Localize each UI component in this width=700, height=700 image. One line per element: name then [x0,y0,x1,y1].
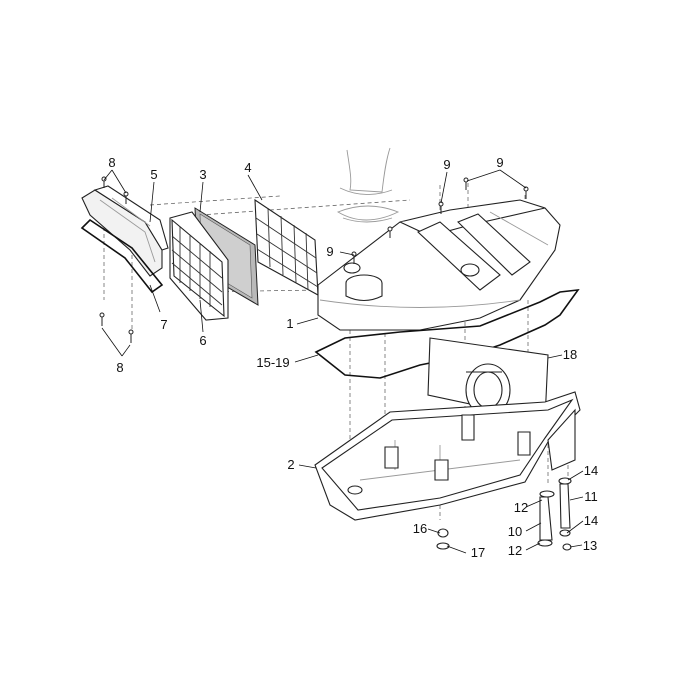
callout-1: 1 [286,316,293,331]
washers-part-16-17 [436,528,450,550]
airbox-gasket-part-15-19 [314,289,580,379]
callout-9-center: 9 [443,157,450,172]
cover-grille-part-4 [254,198,319,296]
callout-16: 16 [413,521,427,536]
callout-9-left: 9 [326,244,333,259]
callout-12-bottom: 12 [508,543,522,558]
callout-14-top: 14 [584,463,598,478]
callout-11: 11 [584,489,598,504]
callout-8-bottom: 8 [116,360,123,375]
callout-18: 18 [563,347,577,362]
callout-10: 10 [508,524,522,539]
airbox-cover-part-1 [317,199,561,331]
callout-4: 4 [244,160,251,175]
intake-duct-part-5 [81,185,169,277]
leader-lines [101,169,584,554]
callout-5: 5 [150,167,157,182]
callout-9-right: 9 [496,155,503,170]
callout-labels: 8 5 3 4 9 9 9 1 7 6 15-19 8 18 2 14 11 1… [108,155,598,560]
callout-6: 6 [199,333,206,348]
callout-13: 13 [583,538,597,553]
callout-7: 7 [160,317,167,332]
filter-grille-part-6 [169,211,229,321]
plenum-part-18 [427,337,549,421]
callout-8-top: 8 [108,155,115,170]
callout-12-top: 12 [514,500,528,515]
callout-14-bottom: 14 [584,513,598,528]
callout-15-19: 15-19 [256,355,289,370]
inlet-hose [336,147,400,223]
rod-part-10 [537,490,555,547]
callout-3: 3 [199,167,206,182]
duct-gasket-part-7 [80,218,164,294]
callout-2: 2 [287,457,294,472]
callout-17: 17 [471,545,485,560]
airbox-tray-part-2 [314,391,581,521]
rod-part-11 [558,477,572,551]
